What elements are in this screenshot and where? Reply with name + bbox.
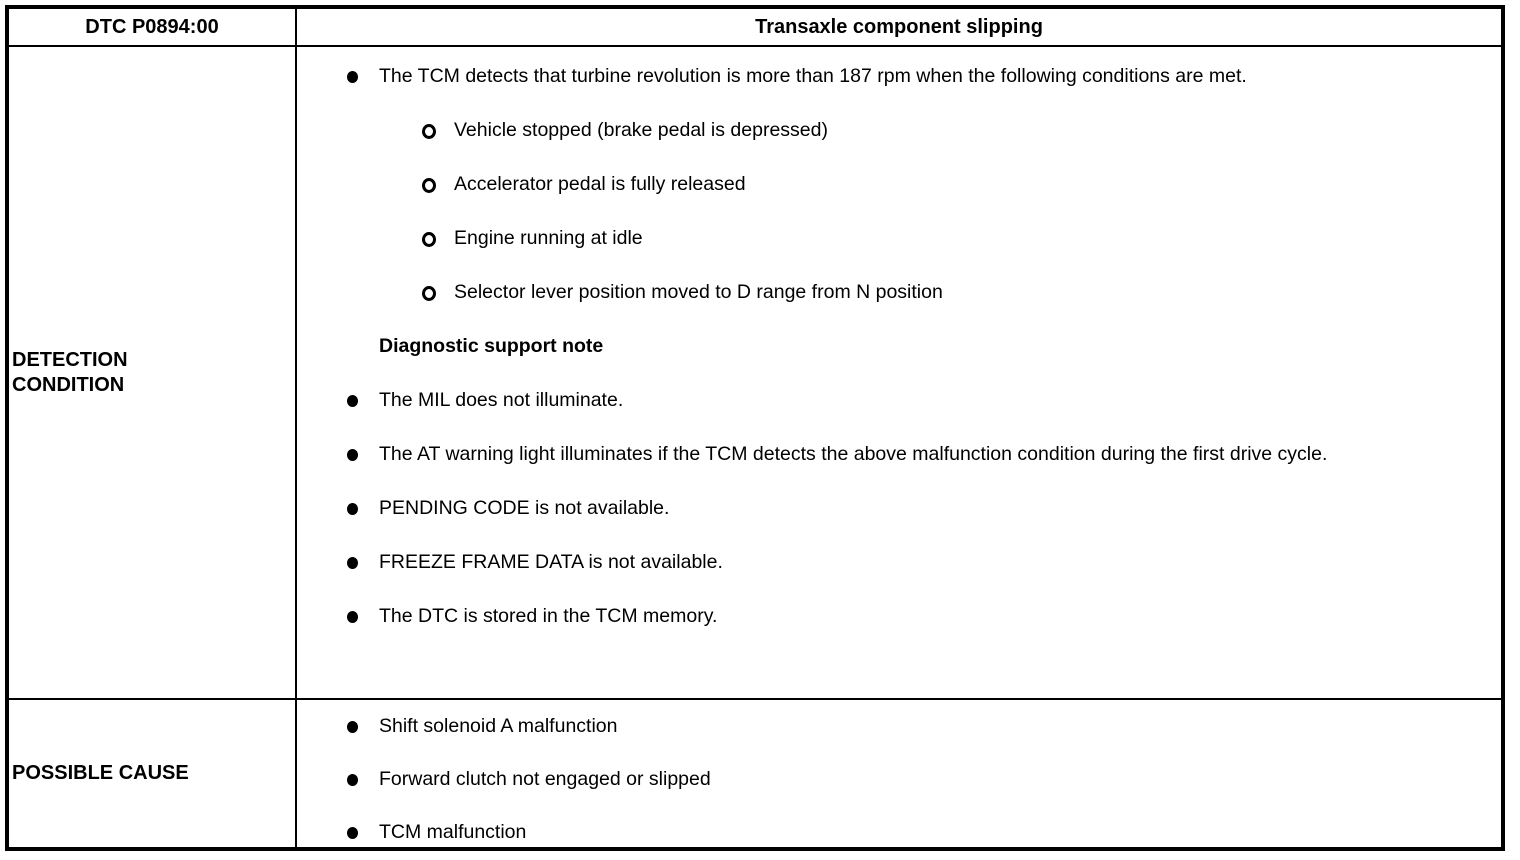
list-item: The AT warning light illuminates if the …: [347, 438, 1475, 471]
possible-cause-content: Shift solenoid A malfunction Forward clu…: [297, 700, 1501, 847]
list-item-text: PENDING CODE is not available.: [379, 497, 670, 519]
list-item: Forward clutch not engaged or slipped: [347, 763, 1475, 796]
dtc-code: DTC P0894:00: [85, 15, 219, 38]
list-item-text: The TCM detects that turbine revolution …: [379, 65, 1247, 87]
circle-bullet-icon: [422, 232, 436, 247]
circle-bullet-icon: [422, 178, 436, 193]
list-item: Vehicle stopped (brake pedal is depresse…: [422, 114, 1475, 147]
dtc-title-cell: Transaxle component slipping: [297, 9, 1501, 47]
bullet-icon: [347, 71, 358, 83]
list-item: Engine running at idle: [422, 222, 1475, 255]
list-item-text: TCM malfunction: [379, 821, 527, 843]
bullet-icon: [347, 721, 358, 733]
list-item: Accelerator pedal is fully released: [422, 168, 1475, 201]
diagnostic-support-note-heading: Diagnostic support note: [379, 335, 604, 357]
possible-cause-label-cell: POSSIBLE CAUSE: [9, 700, 297, 847]
circle-bullet-icon: [422, 124, 436, 139]
bullet-icon: [347, 827, 358, 839]
row-label: POSSIBLE CAUSE: [12, 762, 189, 784]
bullet-icon: [347, 611, 358, 623]
list-item-text: The DTC is stored in the TCM memory.: [379, 605, 718, 627]
list-item: TCM malfunction: [347, 816, 1475, 847]
list-item-text: The AT warning light illuminates if the …: [379, 443, 1328, 465]
bullet-icon: [347, 503, 358, 515]
list-item: Shift solenoid A malfunction: [347, 710, 1475, 743]
list-item-text: Vehicle stopped (brake pedal is depresse…: [454, 119, 828, 141]
row-label: DETECTION CONDITION: [12, 348, 128, 396]
dtc-title: Transaxle component slipping: [755, 15, 1043, 38]
list-item: Selector lever position moved to D range…: [422, 276, 1475, 309]
detection-condition-label-cell: DETECTION CONDITION: [9, 47, 297, 700]
dtc-table: DTC P0894:00 Transaxle component slippin…: [5, 5, 1505, 851]
list-item-text: Engine running at idle: [454, 227, 643, 249]
bullet-icon: [347, 449, 358, 461]
list-item: FREEZE FRAME DATA is not available.: [347, 546, 1475, 579]
list-item: The DTC is stored in the TCM memory.: [347, 600, 1475, 633]
list-item-text: The MIL does not illuminate.: [379, 389, 624, 411]
dtc-code-cell: DTC P0894:00: [9, 9, 297, 47]
list-item: The MIL does not illuminate.: [347, 384, 1475, 417]
detection-condition-content: The TCM detects that turbine revolution …: [297, 47, 1501, 700]
list-item: The TCM detects that turbine revolution …: [347, 60, 1475, 93]
list-item-text: Forward clutch not engaged or slipped: [379, 768, 711, 790]
bullet-icon: [347, 395, 358, 407]
bullet-icon: [347, 774, 358, 786]
circle-bullet-icon: [422, 286, 436, 301]
bullet-icon: [347, 557, 358, 569]
list-item: PENDING CODE is not available.: [347, 492, 1475, 525]
list-item-text: Selector lever position moved to D range…: [454, 281, 943, 303]
list-item-text: Accelerator pedal is fully released: [454, 173, 746, 195]
list-item-text: Shift solenoid A malfunction: [379, 715, 618, 737]
list-item-text: FREEZE FRAME DATA is not available.: [379, 551, 723, 573]
